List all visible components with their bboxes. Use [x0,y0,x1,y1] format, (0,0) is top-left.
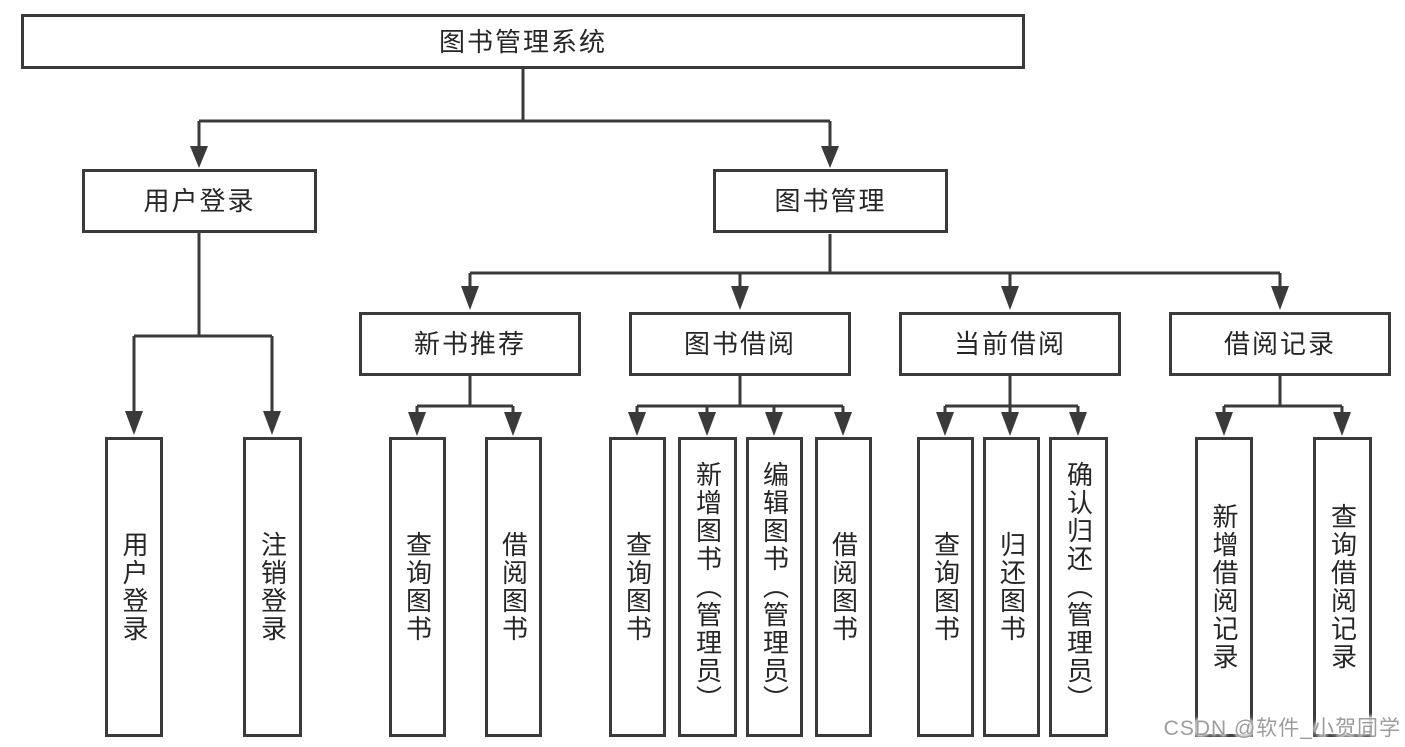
connector-line [132,233,274,411]
arrowhead [1215,412,1233,436]
node-book-management: 图书管理 [713,169,948,233]
leaf-edit-books-admin: 编辑图书（管理员） [746,437,803,737]
connector-line [1222,376,1344,412]
node-user-login: 用户登录 [82,169,317,233]
arrowhead [1001,412,1019,436]
node-library-management-system: 图书管理系统 [21,14,1025,69]
leaf-query-books: 查询图书 [389,437,446,737]
connector-line [468,234,1282,286]
arrowhead [263,411,281,435]
arrowhead [190,146,208,168]
arrowhead [821,146,839,168]
arrowhead [125,411,143,435]
node-current-borrowing: 当前借阅 [899,312,1121,376]
connector-current-borrow-to-leaves [936,376,1087,436]
connector-borrow-records-to-leaves [1215,376,1351,436]
leaf-add-books-admin: 新增图书（管理员） [678,437,737,737]
node-new-book-recommendation: 新书推荐 [359,312,581,376]
connector-book-management-to-level3 [461,234,1289,310]
connector-line [635,376,845,412]
arrowhead [461,286,479,310]
node-book-borrowing: 图书借阅 [629,312,851,376]
connector-line [943,376,1080,412]
connector-line [415,376,515,412]
arrowhead [1069,412,1087,436]
leaf-confirm-return-admin: 确认归还（管理员） [1049,437,1108,737]
arrowhead [504,412,522,436]
connector-root-to-level2 [190,69,839,168]
arrowhead [698,412,716,436]
arrowhead [936,412,954,436]
arrowhead [1333,412,1351,436]
node-borrowing-records: 借阅记录 [1169,312,1391,376]
leaf-borrow-books: 借阅图书 [485,437,542,737]
connector-line [197,69,832,146]
arrowhead [834,412,852,436]
arrowhead [628,412,646,436]
watermark: CSDN @软件_小贺同学 [1163,717,1401,740]
leaf-borrow-books: 借阅图书 [815,437,872,737]
arrowhead [731,286,749,310]
arrowhead [765,412,783,436]
connector-user-login-to-leaves [125,233,281,435]
leaf-add-borrowing-record: 新增借阅记录 [1195,437,1253,737]
connector-new-book-rec-to-leaves [408,376,522,436]
arrowhead [1001,286,1019,310]
leaf-logout: 注销登录 [243,437,302,737]
leaf-return-books: 归还图书 [983,437,1040,737]
leaf-user-login: 用户登录 [105,437,163,737]
leaf-query-books: 查询图书 [609,437,666,737]
leaf-query-books: 查询图书 [917,437,974,737]
leaf-query-borrowing-record: 查询借阅记录 [1313,437,1372,737]
connector-book-borrow-to-leaves [628,376,852,436]
arrowhead [408,412,426,436]
arrowhead [1271,286,1289,310]
